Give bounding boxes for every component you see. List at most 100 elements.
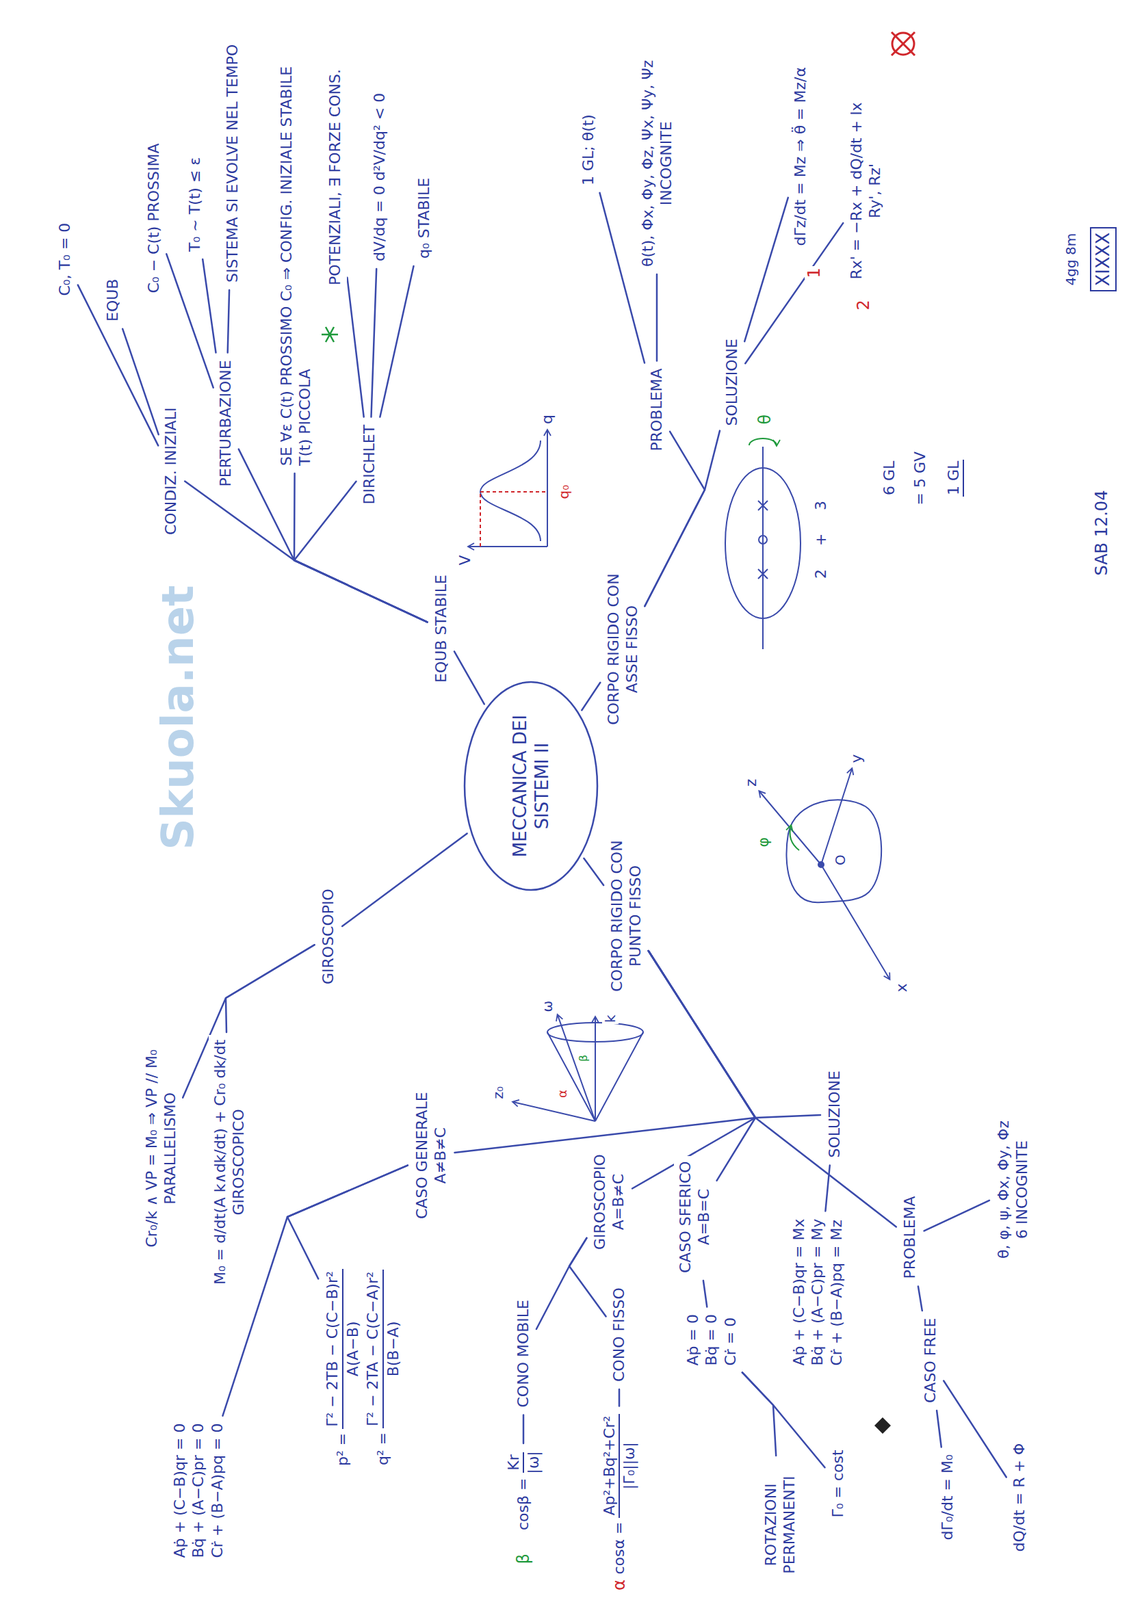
branch-line [238,449,428,623]
branch-label: CORPO RIGIDO CON PUNTO FISSO [605,822,648,1010]
node-text: CASO FREE [920,1318,941,1404]
node-text: CASO GENERALE [412,1092,432,1220]
branch-line [703,1280,707,1308]
fraction: Γ² − 2TB − C(C−B)r²A(A−B) [322,1269,362,1430]
annotation: 1 [804,266,825,280]
node-text: Γ² − 2TB − C(C−B)r² [322,1269,344,1430]
branch-label: Cr₀/k ∧ VP = M₀ ⇒ VP // M₀PARALLELISMO [140,1044,182,1253]
node-text: T₀ ~ T(t) ≤ ε [185,157,205,252]
node-text: cosβ = [513,1478,533,1531]
annotation: y [847,752,866,765]
annotation: β [576,1053,590,1064]
branch-line [342,833,467,927]
annotation: O [832,853,849,867]
annotation: 1 GL [944,459,965,497]
branch-label: SOLUZIONE [720,333,744,431]
node-text: POTENZIALI, ∃ FORZE CONS. [325,69,345,286]
node-text: A=B=C [694,1161,714,1274]
branch-label: T₀ ~ T(t) ≤ ε [183,152,207,257]
node-text: Cṙ + (B−A)pq = Mz [827,1219,847,1367]
branch-line [379,266,414,418]
branch-label: cosα = Ap²+Bq²+Cr²|Γ₀||ω| [596,1409,643,1580]
node-text: CORPO RIGIDO CON ASSE FISSO [604,560,642,739]
fraction-row: cosα = Ap²+Bq²+Cr²|Γ₀||ω| [600,1414,640,1576]
branch-label: dΓ₀/dt = M₀ [936,1449,960,1545]
node-text: |ω| [524,1451,544,1474]
annotation: = 5 GV [911,450,930,507]
branch-line [632,951,756,1190]
node-text: A≠B≠C [431,1092,451,1220]
branch-line [744,197,789,342]
node-text: dQ/dt = R + Φ [1009,1443,1030,1553]
node-text: Kr [504,1452,525,1473]
potential-graph [468,430,548,547]
branch-label: Γ₀ = cost [826,1445,850,1523]
node-text: θ, φ, ψ, Φx, Φy, Φz [994,1120,1014,1259]
node-text: A=B≠C [608,1154,629,1251]
node-text: PARALLELISMO [160,1049,180,1248]
branch-label: PROBLEMA [645,363,669,456]
node-text: CONDIZ. INIZIALI [161,407,181,536]
annotation: z [742,777,761,789]
branch-label: p² =Γ² − 2TB − C(C−B)r²A(A−B)q² =Γ² − 2T… [319,1264,406,1472]
node-text: CASO SFERICO [676,1161,696,1274]
branch-label: POTENZIALI, ∃ FORZE CONS. [323,64,347,291]
branch-line [648,951,756,1181]
branch-label: EQUB [101,274,125,327]
node-text: Cṙ + (B−A)pq = 0 [208,1423,228,1559]
fixed-point-body [759,769,890,980]
branch-label: M₀ = d/dt(A k∧dk/dt) + Cr₀ dk/dtGIROSCOP… [208,1035,251,1290]
branch-label: dΓz/dt = Mz ⇒ θ̈ = Mz/α [788,62,813,251]
branch-line [347,277,364,418]
branch-label: θ, φ, ψ, Φx, Φy, Φz6 INCOGNITE [992,1115,1034,1264]
fixed-axis-body [725,438,801,650]
node-text: 1 GL; θ(t) [578,114,598,186]
node-text: q₀ STABILE [414,177,434,259]
branch-label: CASO FREE [918,1313,943,1409]
branch-label: PERTURBAZIONE [214,355,238,492]
node-text: CORPO RIGIDO CON PUNTO FISSO [607,827,646,1006]
branch-line [936,1410,942,1448]
cone-sketch [513,1015,644,1122]
node-text: EQUB STABILE [431,574,451,683]
node-text: PROBLEMA [900,1196,920,1279]
oval-text: MECCANICA DEI SISTEMI II [509,710,554,862]
node-text: C₀ − C(t) PROSSIMA [144,143,164,293]
fraction: Ap²+Bq²+Cr²|Γ₀||ω| [600,1414,640,1519]
branch-line [742,1372,826,1468]
annotation: x [892,981,911,994]
node-text: SE ∀ε C(t) PROSSIMO C₀ ⇒ CONFIG. INIZIAL… [277,66,297,466]
oval-shape [464,682,598,891]
node-text: CONO FISSO [609,1287,629,1383]
branch-line [454,651,485,705]
node-text: GIROSCOPICO [229,1040,249,1285]
node-text: Γ₀ = cost [828,1449,848,1518]
oval-outline [462,680,600,893]
annotation: SAB 12.04 [1092,489,1112,578]
branch-label: CONO MOBILE [511,1295,536,1413]
node-text: M₀ = d/dt(A k∧dk/dt) + Cr₀ dk/dt [210,1040,230,1285]
node-text: q² = [373,1432,393,1466]
branch-label: SE ∀ε C(t) PROSSIMO C₀ ⇒ CONFIG. INIZIAL… [275,61,317,471]
node-text: EQUB [103,279,123,322]
node-text: cosα = [609,1522,629,1576]
branch-line [583,858,604,886]
node-text: Cr₀/k ∧ VP = M₀ ⇒ VP // M₀ [142,1049,162,1248]
node-text: Aṗ + (C−B)qr = Mx [789,1219,809,1367]
branch-label: Aṗ + (C−B)qr = MxBq̇ + (A−C)pr = MyCṙ + … [787,1214,849,1372]
annotation: 2 [812,567,830,581]
node-text: PERTURBAZIONE [216,359,236,487]
annotation: α [609,1578,630,1593]
branch-label: SISTEMA SI EVOLVE NEL TEMPO [221,39,245,288]
node-text: SISTEMA SI EVOLVE NEL TEMPO [223,44,243,283]
node-text: Ry', Rz' [865,101,885,280]
branch-label: C₀, T₀ = 0 [53,218,77,302]
node-text: Cṙ = 0 [721,1314,741,1366]
branch-label: C₀ − C(t) PROSSIMA [142,138,166,298]
branch-label: CONDIZ. INIZIALI [159,403,183,540]
branch-label: Aṗ + (C−B)qr = 0Bq̇ + (A−C)pr = 0Cṙ + (B… [168,1419,230,1564]
fraction: Γ² − 2TA − C(C−A)r²B(B−A) [363,1269,403,1429]
branch-label: q₀ STABILE [412,173,436,264]
red-cross-symbol [891,32,915,56]
